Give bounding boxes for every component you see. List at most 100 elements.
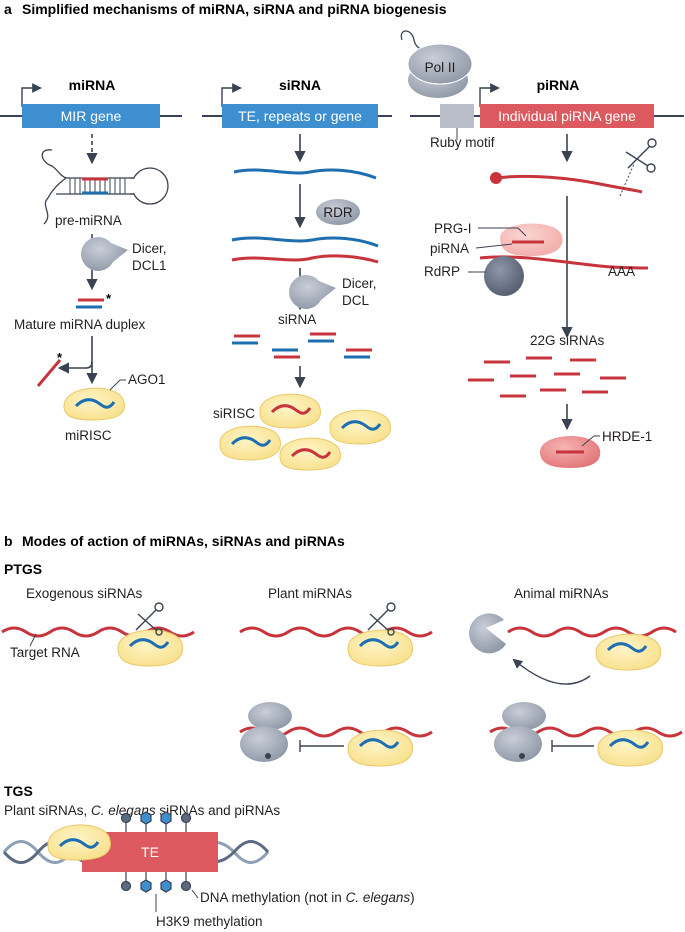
ago1-leader	[109, 379, 126, 391]
animal-risc	[595, 633, 661, 671]
ago1-label: AGO1	[128, 372, 166, 387]
rdrp-protein	[484, 256, 524, 296]
pirna-header: piRNA	[537, 77, 580, 93]
pirna-gene-label: Individual piRNA gene	[498, 108, 636, 124]
pre-mirna-hairpin	[41, 149, 169, 225]
duplex-label: Mature miRNA duplex	[14, 317, 146, 332]
cleavage-line	[619, 163, 635, 197]
prg1-label: PRG-I	[434, 221, 472, 236]
ruby-motif-label: Ruby motif	[430, 135, 495, 150]
pirna-precursor	[495, 174, 643, 194]
hrde1-leader	[581, 435, 600, 447]
te-label: TE	[141, 844, 159, 860]
mirisc-mirna	[74, 398, 116, 409]
sirisc-3	[329, 409, 391, 445]
plant-mirna-scene: Plant miRNAs	[239, 586, 433, 767]
polya-label: AAA	[608, 264, 635, 279]
tgs-scene: TE DNA methylation (not in C. elegans) H…	[2, 811, 415, 929]
rdr-label: RDR	[323, 205, 352, 220]
mirisc-complex	[63, 387, 125, 421]
sirna-dicer-line2: DCL	[342, 293, 369, 308]
mir-gene-box	[22, 104, 160, 128]
discard-star: *	[57, 350, 63, 365]
dicer-dcl-icon	[289, 274, 336, 309]
ptgs-heading: PTGS	[4, 561, 42, 577]
animal-exonuclease-icon	[469, 613, 506, 654]
animal-label: Animal miRNAs	[514, 586, 609, 601]
exo-target-rna	[1, 626, 195, 638]
22g-label: 22G siRNAs	[530, 333, 605, 348]
discard-arrow	[57, 336, 93, 374]
te-gene-box	[222, 104, 378, 128]
mirna-header: miRNA	[69, 77, 116, 93]
pol2-body-upper	[407, 43, 473, 85]
prg1-leader	[478, 227, 527, 237]
duplex-star: *	[106, 291, 112, 306]
scissors-icon	[625, 138, 657, 173]
sirna-single-strand	[233, 168, 377, 180]
exo-risc	[117, 629, 183, 667]
bottom-methyl-marks	[120, 872, 192, 893]
prg1-protein	[500, 223, 563, 256]
plant-repress-risc	[347, 729, 413, 767]
pirna-gene-box	[480, 104, 654, 128]
discarded-strand	[36, 359, 62, 387]
sirisc-4	[279, 437, 341, 471]
dicer-dcl1-icon	[81, 236, 128, 271]
pre-mirna-label: pre-miRNA	[55, 213, 122, 228]
sirna-header: siRNA	[279, 77, 321, 93]
panel-b-letter: b	[4, 533, 13, 549]
animal-repress-risc	[597, 729, 663, 767]
rdrp-label: RdRP	[424, 264, 460, 279]
sirisc-label: siRISC	[213, 406, 255, 421]
sirna-product-label: siRNA	[278, 312, 316, 327]
mirna-dicer-line1: Dicer,	[132, 241, 167, 256]
target-rna-leader	[29, 633, 37, 647]
target-rna-label: Target RNA	[10, 645, 80, 660]
te-gene-label: TE, repeats or gene	[238, 108, 362, 124]
sirna-dicer-line1: Dicer,	[342, 276, 377, 291]
mirna-dicer-line2: DCL1	[132, 258, 167, 273]
animal-target-rna	[507, 626, 677, 638]
plant-ribosome-small	[248, 702, 292, 730]
mirisc-label: miRISC	[65, 428, 112, 443]
panel-a-title: Simplified mechanisms of miRNA, siRNA an…	[22, 1, 447, 17]
ruby-motif-box	[440, 104, 474, 128]
panel-b-title: Modes of action of miRNAs, siRNAs and pi…	[22, 533, 345, 549]
dsrna-blue	[231, 236, 379, 248]
h3k9-label: H3K9 methylation	[156, 914, 263, 929]
pirna-tss-arrow	[479, 83, 500, 107]
dna-meth-label: DNA methylation (not in C. elegans)	[200, 890, 415, 905]
sirna-tss-arrow	[221, 83, 242, 107]
animal-ribosome-large	[494, 726, 542, 762]
exogenous-sirna-scene: Exogenous siRNAs Target RNA	[1, 586, 195, 667]
sirna-duplexes	[232, 332, 372, 359]
plant-risc	[347, 629, 413, 667]
plant-label: Plant miRNAs	[268, 586, 352, 601]
dna-meth-leader	[191, 889, 199, 899]
sirna-column: siRNA TE, repeats or gene RDR Dicer, DCL…	[202, 77, 392, 471]
panel-a-letter: a	[4, 1, 12, 17]
sirisc-1	[259, 393, 321, 429]
tgs-heading: TGS	[4, 783, 33, 799]
animal-mirna-scene: Animal miRNAs	[469, 586, 683, 767]
mirna-tss-arrow	[21, 83, 42, 107]
pirna-column: Pol II piRNA Individual piRNA gene Ruby …	[400, 30, 684, 468]
plant-target-rna	[239, 626, 433, 638]
dsrna-red	[231, 254, 379, 264]
top-methyl-marks	[120, 811, 192, 832]
dna-helix-right	[211, 840, 270, 864]
rdr-protein	[316, 199, 360, 225]
animal-recruit-arrow	[512, 658, 591, 685]
mirna-column: miRNA MIR gene	[0, 77, 182, 443]
22g-sirnas	[468, 356, 626, 398]
exo-label: Exogenous siRNAs	[26, 586, 143, 601]
exo-scissors-icon	[135, 602, 164, 636]
animal-ribosome-small	[502, 702, 546, 730]
pirna-leader	[475, 243, 513, 249]
mir-gene-label: MIR gene	[61, 108, 122, 124]
pol2-label: Pol II	[425, 60, 456, 75]
plant-scissors-icon	[367, 602, 396, 636]
hrde1-label: HRDE-1	[602, 429, 652, 444]
